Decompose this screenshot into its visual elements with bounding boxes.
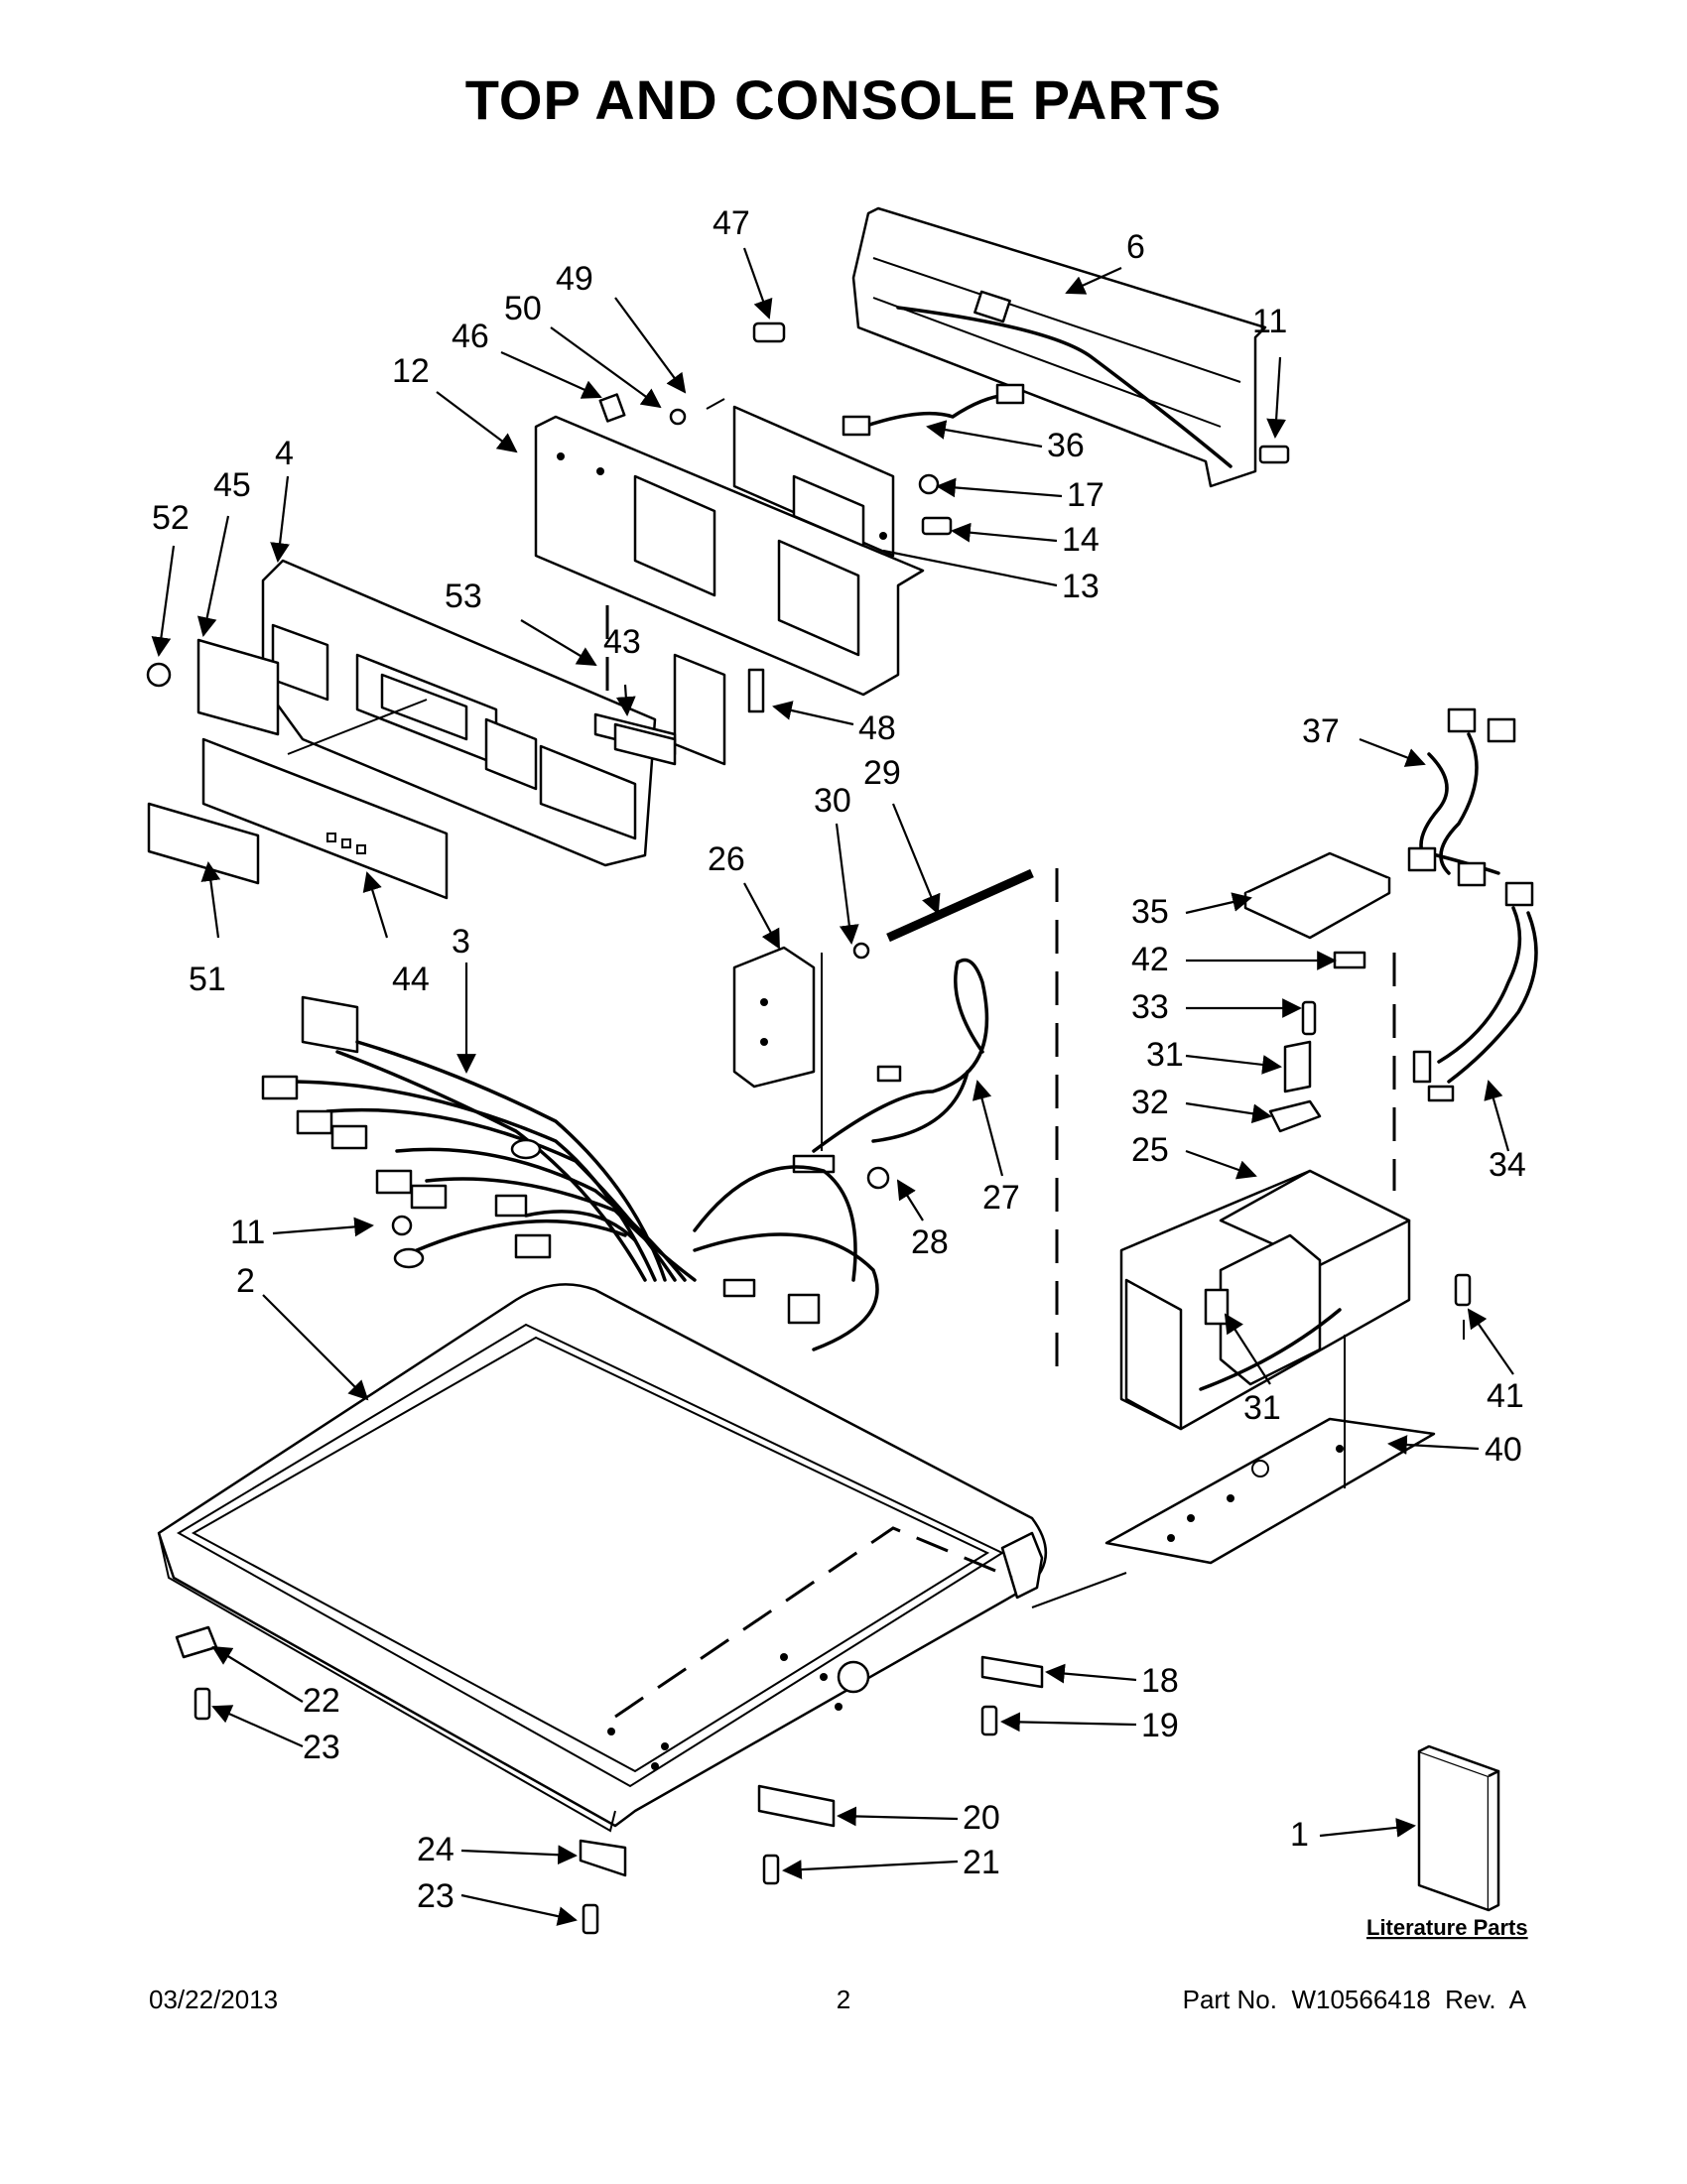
- callout: 43: [603, 623, 641, 661]
- callout: 52: [152, 499, 190, 537]
- callout: 36: [1047, 427, 1085, 464]
- callout: 1: [1290, 1816, 1309, 1854]
- console-box-components-31-to-35: [1243, 851, 1391, 1133]
- callout: 37: [1302, 712, 1340, 750]
- callout: 34: [1489, 1146, 1526, 1184]
- wire-harnesses-parts-34-37: [1407, 707, 1538, 1102]
- callout-labels: 47 6 11 49 50 46 12 36 17 14 13 4 45 52 …: [152, 204, 1528, 1940]
- callout: 22: [303, 1682, 340, 1720]
- callout: 33: [1131, 988, 1169, 1026]
- callout: 25: [1131, 1131, 1169, 1169]
- callout: 4: [275, 435, 294, 472]
- literature-parts-label: Literature Parts: [1366, 1915, 1528, 1940]
- callout: 30: [814, 782, 851, 820]
- callout: 11: [1252, 303, 1287, 340]
- callout-leaders: [151, 247, 1514, 1926]
- callout: 18: [1141, 1662, 1179, 1700]
- footer-part-number: Part No. W10566418 Rev. A: [1182, 1985, 1526, 2014]
- callout: 23: [303, 1729, 340, 1766]
- callout: 31: [1243, 1389, 1281, 1427]
- callout: 45: [213, 466, 251, 504]
- callout: 6: [1126, 228, 1145, 266]
- callout: 49: [556, 260, 593, 298]
- wire-harness-part-3: [261, 995, 879, 1351]
- callout: 29: [863, 754, 901, 792]
- wire-harness-part-36: [842, 383, 1025, 437]
- callout: 19: [1141, 1707, 1179, 1744]
- callout: 51: [189, 961, 226, 998]
- callout: 42: [1131, 941, 1169, 978]
- callout: 3: [452, 923, 470, 961]
- callout: 53: [445, 578, 482, 615]
- console-overlays-parts-44-45-51-52: [146, 638, 449, 900]
- console-base-parts-40-41: [1104, 1273, 1472, 1565]
- callout: 28: [911, 1223, 949, 1261]
- top-panel-hardware-parts-18-to-24: [175, 1625, 1044, 1935]
- callout: 44: [392, 961, 430, 998]
- callout: 2: [236, 1262, 255, 1300]
- callout: 47: [713, 204, 750, 242]
- callout: 13: [1062, 568, 1100, 605]
- callout: 12: [392, 352, 430, 390]
- footer-date: 03/22/2013: [149, 1985, 279, 2014]
- callout: 46: [452, 318, 489, 355]
- callout: 48: [858, 709, 896, 747]
- callout: 50: [504, 290, 542, 327]
- switch-parts-26-to-30: [732, 868, 1034, 1190]
- callout: 21: [963, 1844, 1000, 1881]
- callout: 32: [1131, 1084, 1169, 1121]
- assembly-guide-lines: [821, 868, 1465, 1608]
- callout: 41: [1487, 1377, 1524, 1415]
- callout: 20: [963, 1799, 1000, 1837]
- footer-page-number: 2: [836, 1985, 851, 2014]
- callout: 17: [1067, 476, 1104, 514]
- callout: 11: [230, 1214, 265, 1251]
- callout: 14: [1062, 521, 1100, 559]
- top-panel-part-2: [157, 1283, 1047, 1833]
- callout: 31: [1146, 1036, 1184, 1074]
- callout: 35: [1131, 893, 1169, 931]
- control-board-parts-43-48-53: [593, 605, 765, 766]
- page-title: TOP AND CONSOLE PARTS: [464, 68, 1223, 131]
- callout: 27: [982, 1179, 1020, 1217]
- console-housing-part-12-13: [534, 405, 925, 697]
- literature-booklet-part-1: [1417, 1744, 1500, 1912]
- console-hardware: [598, 321, 1290, 536]
- callout: 24: [417, 1831, 454, 1868]
- callout: 26: [708, 840, 745, 878]
- callout: 23: [417, 1877, 454, 1915]
- callout: 40: [1485, 1431, 1522, 1469]
- rear-bracket-part-6: [851, 206, 1267, 488]
